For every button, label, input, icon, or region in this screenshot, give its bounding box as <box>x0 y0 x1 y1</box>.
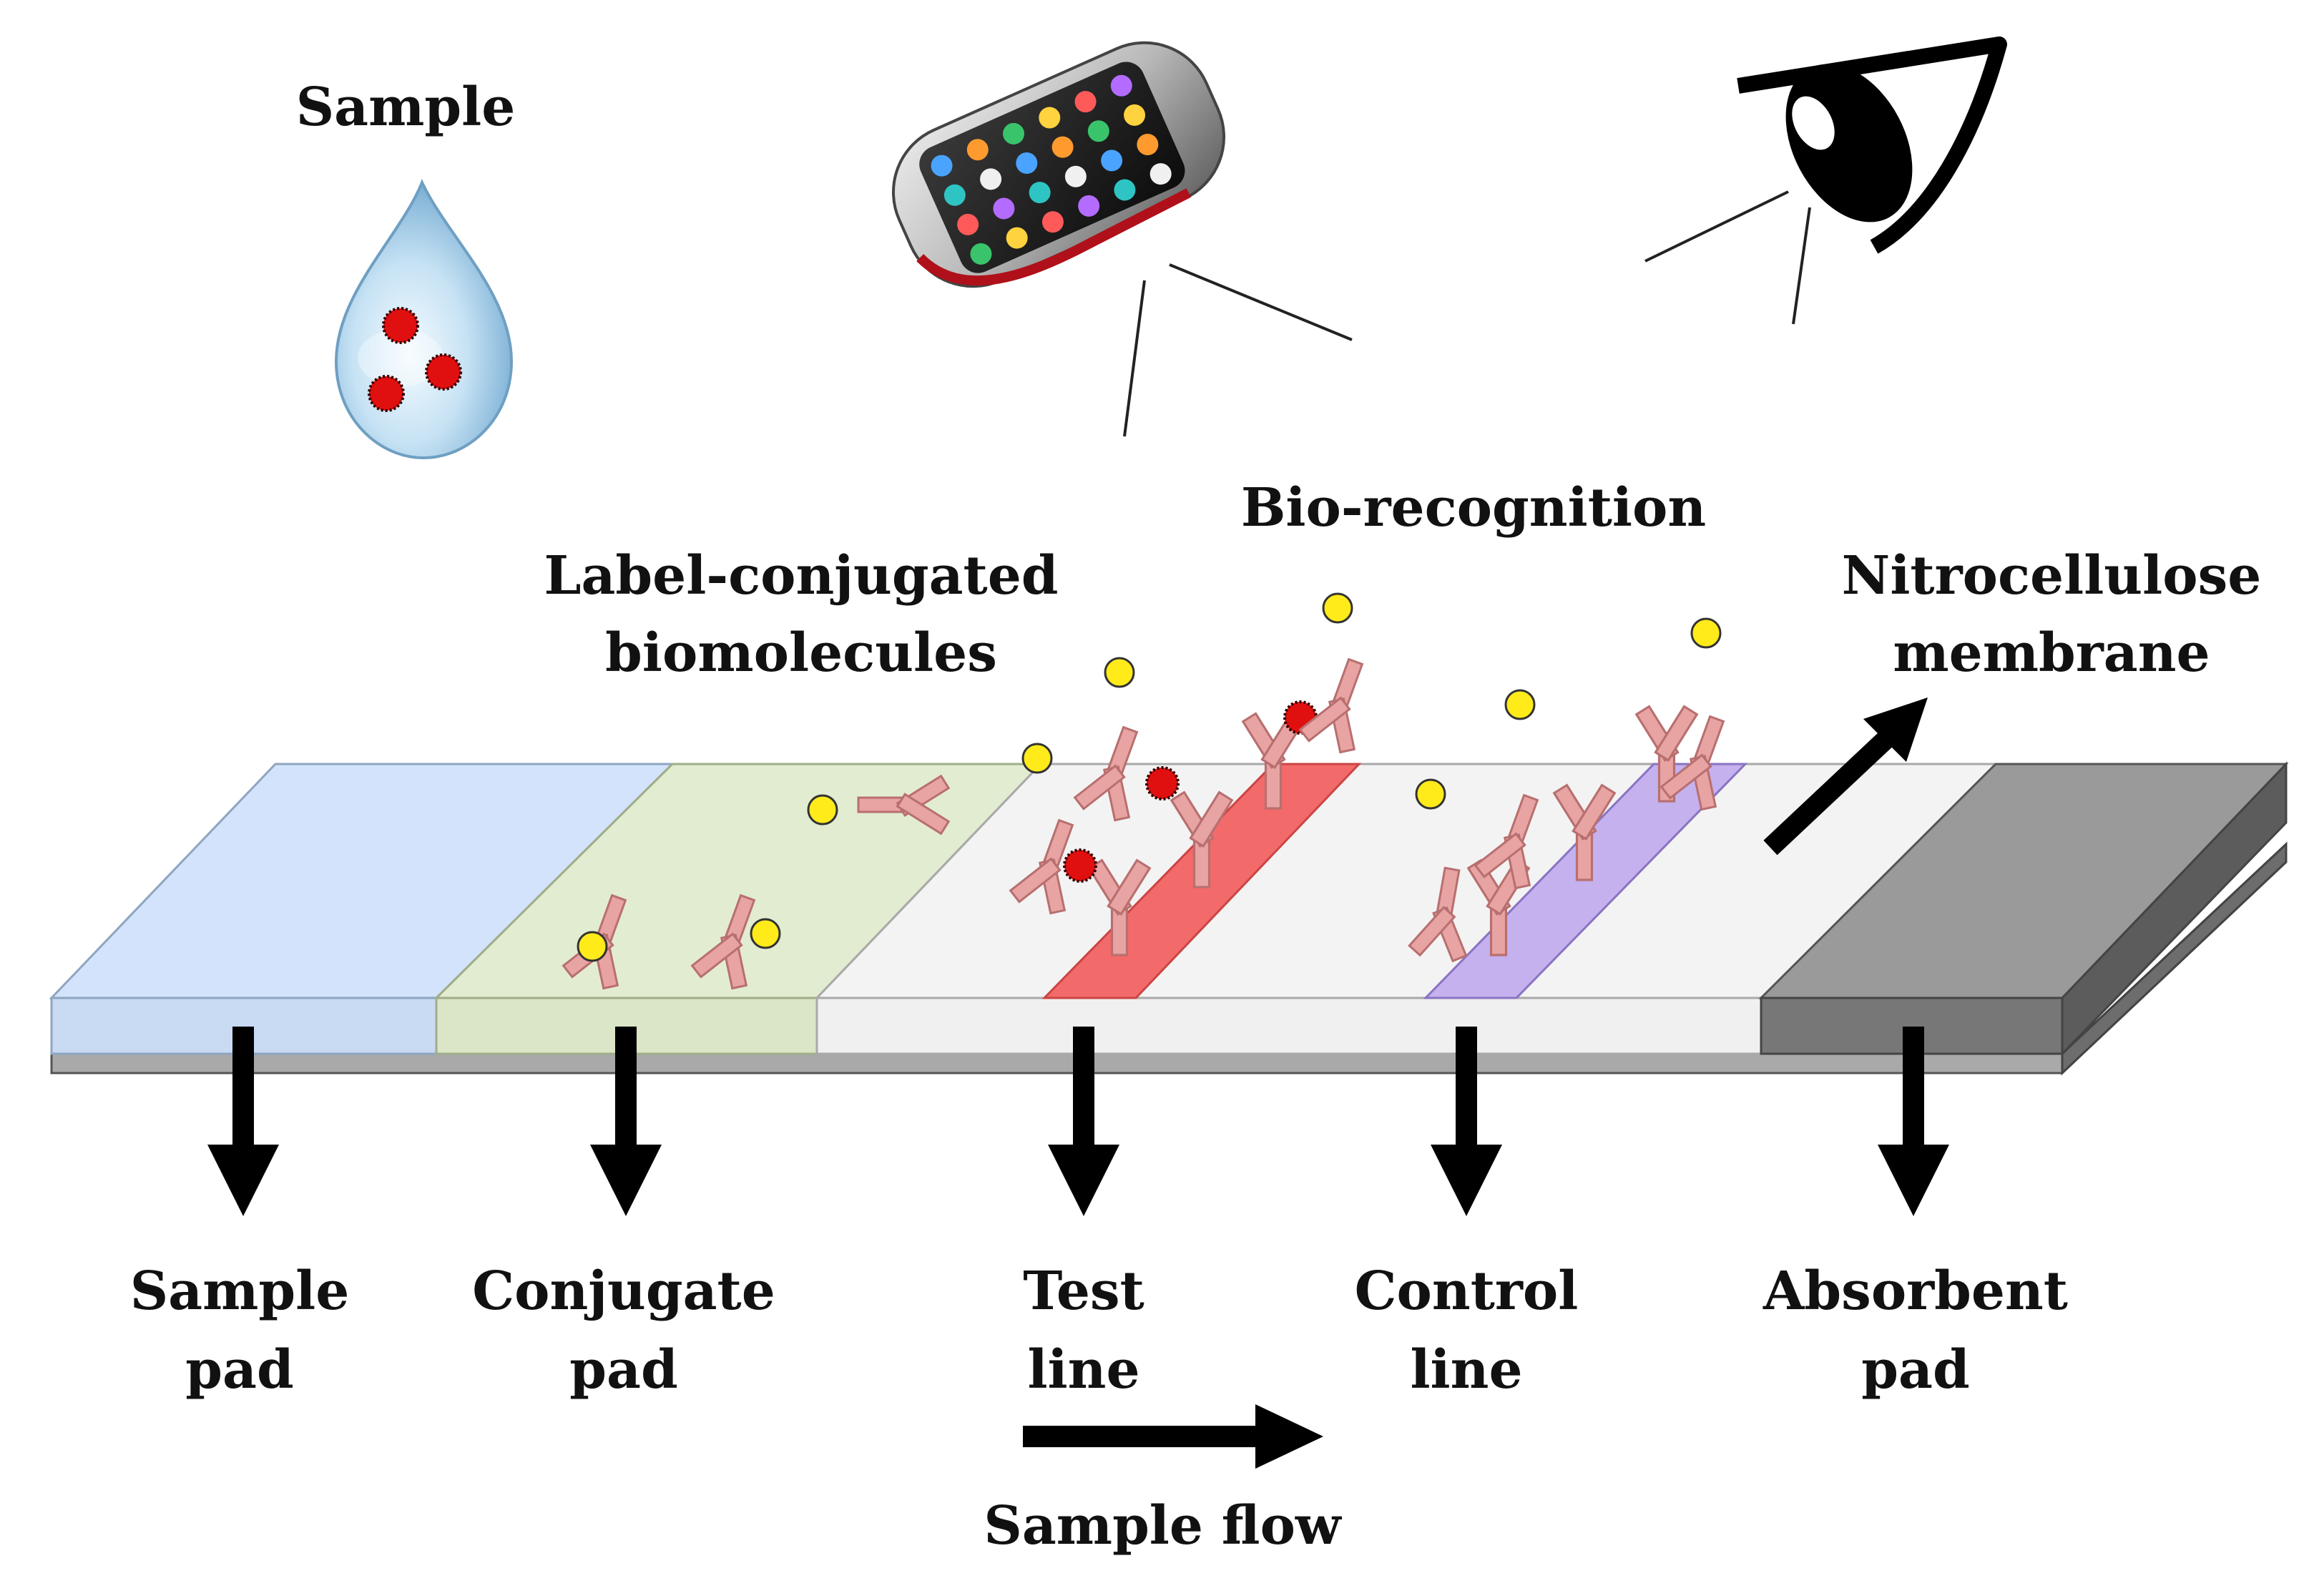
app-icon <box>1039 107 1061 129</box>
app-icon <box>993 197 1015 220</box>
antigen-particle <box>368 375 405 412</box>
app-icon <box>1101 150 1123 172</box>
antibody-layer <box>562 592 1725 990</box>
antigen-particle <box>425 353 462 391</box>
label-particle-icon <box>1104 657 1135 688</box>
antibody-icon <box>1009 818 1074 915</box>
label-particle-icon <box>1690 617 1722 649</box>
antibody-icon <box>1170 790 1234 888</box>
label-particle-icon <box>1322 592 1353 624</box>
absorbent-pad-label-line2: pad <box>1861 1339 1969 1401</box>
pointer-lines <box>1123 190 1811 437</box>
app-icon <box>957 213 979 235</box>
down-arrow-test-line <box>1048 1027 1119 1216</box>
sample-flow-arrow <box>1023 1404 1323 1469</box>
app-icon <box>1041 211 1064 233</box>
control-line-label-line1: Control <box>1355 1260 1579 1322</box>
app-icon <box>970 243 992 265</box>
test-line-label-line2: line <box>1027 1339 1139 1401</box>
label-conjugated-label-line1: Label-conjugated <box>544 545 1058 607</box>
app-icon <box>980 168 1002 190</box>
down-arrow-conjugate-pad <box>590 1027 662 1216</box>
label-particle-icon <box>750 918 781 949</box>
app-icon <box>966 139 989 161</box>
antibody-icon <box>1298 657 1364 754</box>
app-icon <box>931 155 953 177</box>
app-icon <box>1114 179 1136 201</box>
down-arrow-sample-pad <box>207 1027 279 1216</box>
antibody-icon <box>1408 866 1468 963</box>
nitrocellulose-label-line2: membrane <box>1893 622 2210 684</box>
water-drop-icon <box>334 178 514 460</box>
sample-label: Sample <box>296 77 516 138</box>
app-icon <box>1149 163 1172 185</box>
absorbent-pad <box>1758 761 2289 1057</box>
app-icon <box>1051 136 1074 158</box>
antigen-particle <box>1145 766 1180 801</box>
antibody-icon <box>1552 783 1617 881</box>
conjugate-pad-label-line2: pad <box>569 1339 677 1401</box>
antibody-icon <box>1474 793 1539 890</box>
antibody-icon <box>1087 858 1152 956</box>
down-arrow-absorbent-pad <box>1878 1027 1949 1216</box>
label-particle-icon <box>1021 743 1053 774</box>
nitrocellulose-label-line1: Nitrocellulose <box>1842 545 2262 607</box>
app-icon <box>1110 74 1132 97</box>
antibody-icon <box>1659 715 1725 811</box>
app-icon <box>1137 133 1159 155</box>
app-icon <box>1078 195 1100 217</box>
control-line-label-line2: line <box>1410 1339 1522 1401</box>
text-labels: Sample Bio-recognition Label-conjugated … <box>130 77 2262 1557</box>
app-icon <box>1006 227 1028 249</box>
test-line-label-line1: Test <box>1023 1260 1144 1322</box>
conjugate-pad-label-line1: Conjugate <box>472 1260 775 1322</box>
antibody-icon <box>1634 705 1699 803</box>
bio-recognition-label: Bio-recognition <box>1241 477 1706 539</box>
label-conjugated-label-line2: biomolecules <box>605 622 997 684</box>
sample-pad-label-line1: Sample <box>130 1260 350 1322</box>
app-icon <box>1016 152 1038 174</box>
app-icon <box>1074 91 1097 113</box>
label-particle-icon <box>807 794 838 826</box>
label-particle-icon <box>577 931 608 962</box>
label-particle-icon <box>1504 689 1536 720</box>
app-icon <box>943 184 966 206</box>
down-arrows <box>207 1027 1949 1216</box>
eye-icon <box>1737 36 2007 254</box>
absorbent-pad-label-line1: Absorbent <box>1763 1260 2068 1322</box>
down-arrow-control-line <box>1431 1027 1502 1216</box>
antigen-particle <box>1063 848 1097 883</box>
antibody-icon <box>1073 725 1139 822</box>
antibody-icon <box>690 894 756 990</box>
lateral-flow-strip <box>49 761 2289 1076</box>
smartphone-icon <box>891 41 1226 288</box>
membrane-pointer-arrow <box>1763 697 1928 856</box>
app-icon <box>1029 182 1051 204</box>
app-icon <box>1064 165 1087 187</box>
antigen-particle <box>382 307 419 344</box>
app-icon <box>1003 122 1025 145</box>
sample-pad <box>49 763 675 1055</box>
antibody-icon <box>857 774 951 836</box>
app-icon <box>1124 104 1146 126</box>
sample-flow-label: Sample flow <box>984 1495 1343 1557</box>
app-icon <box>1087 120 1109 142</box>
sample-pad-label-line2: pad <box>185 1339 293 1401</box>
label-particle-icon <box>1415 778 1446 810</box>
